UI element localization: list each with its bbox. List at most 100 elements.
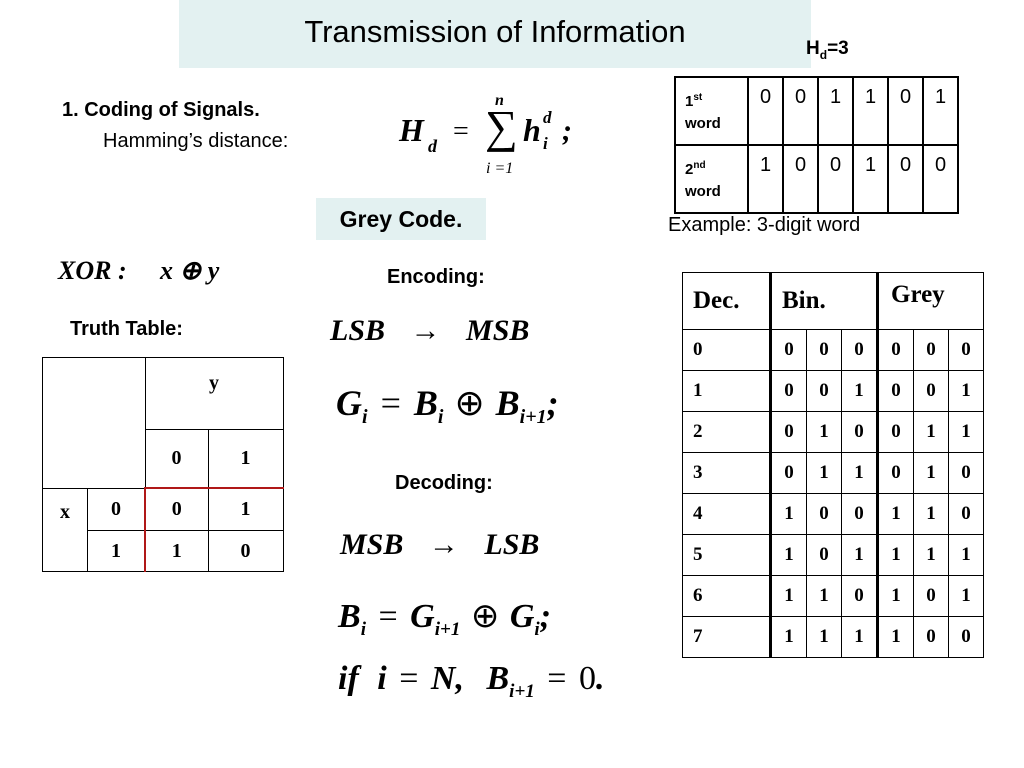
word-if: if bbox=[338, 660, 359, 697]
grey-cell: 1 bbox=[877, 534, 914, 576]
bin-cell: 0 bbox=[841, 575, 879, 617]
y-value: 0 bbox=[144, 429, 209, 489]
dir-from: MSB bbox=[340, 528, 404, 561]
bin-cell: 1 bbox=[770, 534, 807, 576]
bin-cell: 1 bbox=[806, 575, 842, 617]
hd-main: H bbox=[806, 38, 820, 59]
bit-cell: 0 bbox=[782, 144, 819, 214]
dir-to: MSB bbox=[466, 314, 530, 347]
encoding-formula: Gi = Bi ⊕ Bi+1; bbox=[336, 382, 559, 429]
y-header: y bbox=[144, 357, 284, 430]
sym-b1-sub: i bbox=[437, 406, 444, 429]
decoding-label: Decoding: bbox=[395, 472, 493, 494]
bit-cell: 0 bbox=[887, 76, 924, 146]
grey-cell: 0 bbox=[913, 329, 949, 371]
formula-upper: n bbox=[495, 92, 504, 109]
header-dec: Dec. bbox=[682, 272, 772, 330]
word-sup: nd bbox=[693, 160, 706, 171]
dec-cell: 5 bbox=[682, 534, 772, 576]
x-value: 1 bbox=[87, 530, 146, 572]
grey-cell: 0 bbox=[948, 452, 984, 494]
bit-cell: 1 bbox=[852, 144, 889, 214]
sym-b1: B bbox=[413, 383, 438, 423]
bit-cell: 0 bbox=[922, 144, 959, 214]
bin-cell: 1 bbox=[841, 616, 879, 658]
sym-end: . bbox=[595, 660, 605, 697]
decoding-formula: Bi = Gi+1 ⊕ Gi; bbox=[338, 596, 551, 641]
formula-term-sub: i bbox=[543, 134, 548, 153]
bin-cell: 0 bbox=[806, 370, 842, 412]
bin-cell: 0 bbox=[770, 370, 807, 412]
grey-cell: 1 bbox=[948, 411, 984, 453]
empty-corner-cell bbox=[42, 357, 146, 489]
bin-cell: 0 bbox=[806, 534, 842, 576]
sigma-icon: ∑ bbox=[485, 101, 518, 152]
bit-cell: 1 bbox=[852, 76, 889, 146]
hamming-formula: H d = n ∑ i =1 h d i ; bbox=[395, 90, 595, 190]
sym-i: i bbox=[377, 660, 387, 697]
table-header-row: Dec. Bin. Grey bbox=[682, 272, 984, 330]
dir-to: LSB bbox=[484, 528, 540, 561]
bin-cell: 0 bbox=[770, 329, 807, 371]
section-heading: 1. Coding of Signals. bbox=[62, 99, 260, 121]
word-sup: st bbox=[693, 92, 703, 103]
bin-cell: 1 bbox=[841, 370, 879, 412]
grey-cell: 0 bbox=[877, 452, 914, 494]
xor-icon: ⊕ bbox=[454, 383, 485, 423]
sym-g2-sub: i bbox=[534, 618, 540, 640]
bin-cell: 0 bbox=[806, 329, 842, 371]
hamming-distance-value: Hd=3 bbox=[806, 38, 849, 62]
bit-cell: 0 bbox=[817, 144, 854, 214]
sym-g2: G bbox=[509, 598, 535, 635]
header-grey: Grey bbox=[877, 272, 984, 330]
x-header: x bbox=[42, 487, 88, 572]
bin-cell: 1 bbox=[770, 493, 807, 535]
dec-cell: 0 bbox=[682, 329, 772, 371]
grey-cell: 1 bbox=[877, 575, 914, 617]
bit-cell: 1 bbox=[922, 76, 959, 146]
word-num: 1 bbox=[685, 93, 694, 110]
grey-cell: 0 bbox=[877, 411, 914, 453]
dec-cell: 2 bbox=[682, 411, 772, 453]
word-text: word bbox=[685, 183, 721, 200]
sym-end: ; bbox=[546, 383, 559, 423]
bin-cell: 0 bbox=[806, 493, 842, 535]
grey-cell: 1 bbox=[913, 452, 949, 494]
formula-h-sub: d bbox=[428, 136, 437, 156]
dir-from: LSB bbox=[330, 314, 386, 347]
bin-cell: 1 bbox=[770, 575, 807, 617]
xor-icon: ⊕ bbox=[470, 598, 500, 635]
sym-end: ; bbox=[539, 598, 551, 635]
formula-h: H bbox=[399, 112, 424, 148]
sym-eq: = bbox=[547, 660, 567, 697]
grey-cell: 1 bbox=[913, 534, 949, 576]
word-label: 2nd word bbox=[674, 144, 749, 214]
sym-b2: B bbox=[495, 383, 520, 423]
hd-rest: =3 bbox=[827, 38, 849, 59]
grey-cell: 0 bbox=[913, 370, 949, 412]
grey-cell: 0 bbox=[948, 616, 984, 658]
bin-cell: 0 bbox=[841, 493, 879, 535]
sym-eq: = bbox=[380, 383, 401, 423]
result-cell: 1 bbox=[144, 530, 209, 572]
sym-b: B bbox=[486, 660, 510, 697]
title-banner: Transmission of Information bbox=[179, 0, 811, 68]
bit-cell: 0 bbox=[747, 76, 784, 146]
formula-term: h bbox=[523, 112, 541, 148]
sym-g1: G bbox=[410, 598, 435, 635]
word-num: 2 bbox=[685, 161, 694, 178]
grey-cell: 0 bbox=[877, 329, 914, 371]
formula-term-sup: d bbox=[543, 108, 552, 127]
table-row: x 0 0 1 bbox=[42, 487, 284, 572]
dec-cell: 4 bbox=[682, 493, 772, 535]
